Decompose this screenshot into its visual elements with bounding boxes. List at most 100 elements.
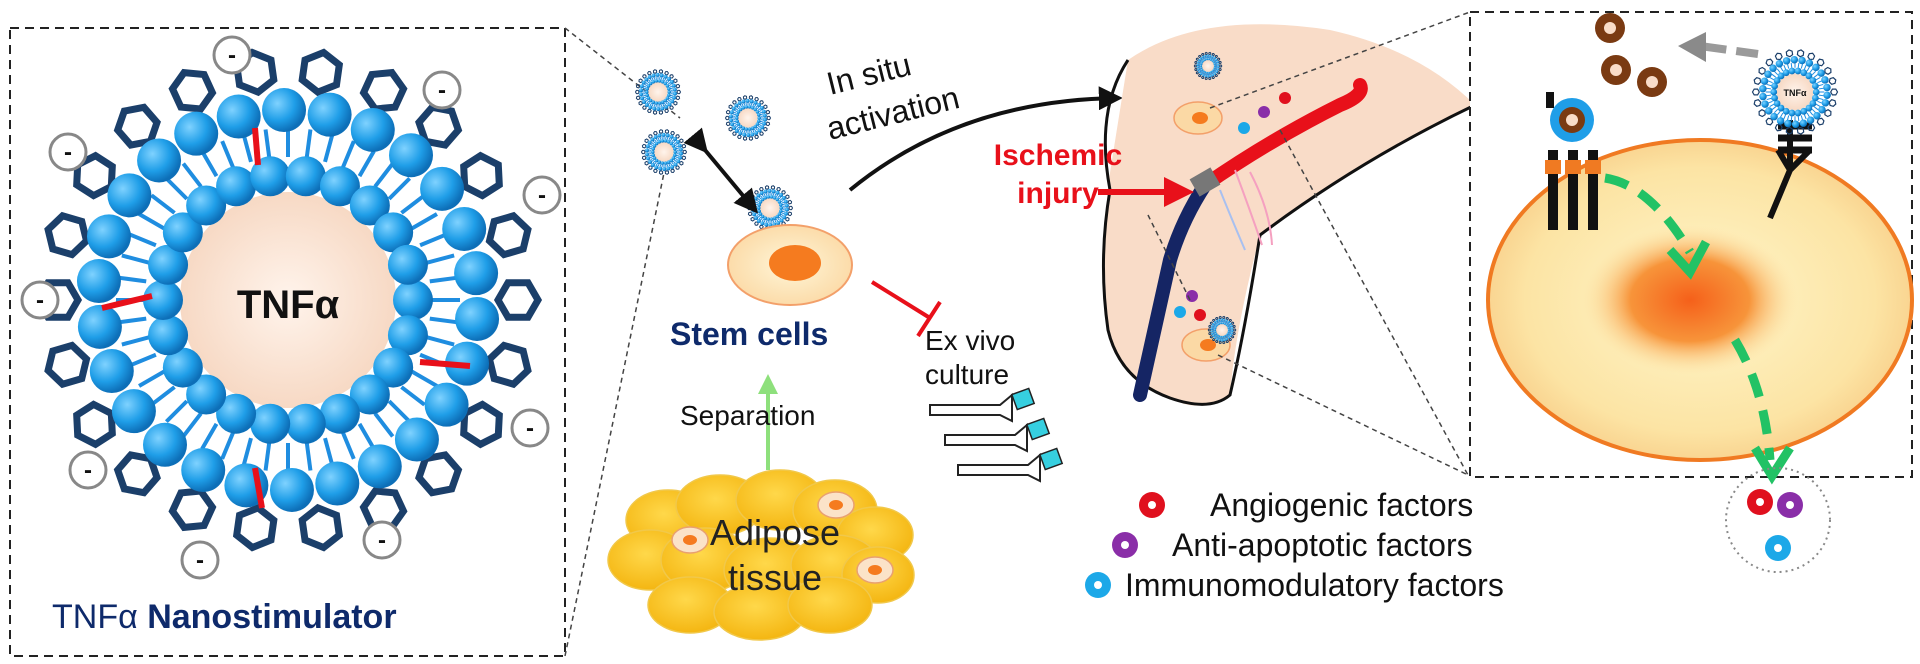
lipid-head: [641, 80, 646, 85]
lipid-head: [645, 93, 650, 97]
lipid-head: [664, 104, 669, 109]
polymer-hexagon: [638, 100, 643, 106]
polymer-hexagon: [485, 341, 532, 389]
lipid-head: [1777, 72, 1785, 80]
lipid-head: [782, 215, 787, 220]
lipid-tail: [1227, 322, 1230, 325]
lipid-head: [729, 118, 734, 123]
lipid-tail: [672, 140, 676, 144]
lipid-head: [1199, 57, 1203, 60]
caption-prefix: TNFα: [52, 598, 138, 636]
lipid-tail: [1773, 70, 1779, 76]
polymer-hexagon: [754, 190, 759, 195]
lipid-tail: [667, 99, 671, 102]
lipid-tail: [643, 85, 647, 88]
lipid-head: [639, 84, 644, 89]
polymer-hexagon: [664, 170, 670, 175]
lipid-head: [1821, 76, 1829, 84]
lipid-head: [742, 132, 747, 137]
lipid-tail: [670, 162, 673, 166]
polymer-hexagon: [113, 103, 161, 149]
lipid-head: [1770, 112, 1778, 121]
polymer-hexagon: [1204, 51, 1208, 56]
polymer-hexagon: [641, 143, 647, 149]
np-core: [738, 108, 758, 128]
lipid-head: [1209, 54, 1212, 58]
lipid-tail: [387, 399, 412, 424]
lipid-tail: [778, 196, 782, 200]
lipid-tail: [655, 138, 658, 142]
lipid-tail: [1228, 324, 1231, 327]
lipid-head: [644, 103, 649, 108]
lipid-head: [1215, 70, 1218, 73]
polymer-hexagon: [742, 95, 748, 100]
lipid-head: [752, 212, 757, 217]
lipid-tail: [220, 431, 236, 460]
lipid-tail: [671, 161, 674, 165]
lipid-head: [741, 99, 746, 104]
polymer-hexagon: [742, 136, 748, 141]
lipid-head: [1817, 69, 1825, 77]
lipid-head: [645, 148, 649, 153]
charge-ring: [68, 450, 108, 490]
polymer-hexagon: [725, 109, 731, 115]
lipid-head: [757, 116, 762, 120]
lipid-head: [162, 347, 203, 388]
capillary: [1249, 171, 1273, 246]
lipid-head: [757, 128, 762, 133]
culture-flask: [929, 387, 1036, 423]
lipid-tail: [429, 275, 459, 284]
lipid-tail: [651, 159, 655, 162]
lipid-head: [759, 191, 764, 196]
lipid-tail: [664, 102, 667, 106]
lipid-tail: [782, 203, 786, 206]
lipid-tail: [1227, 323, 1230, 326]
artery: [1198, 78, 1368, 192]
lipid-head: [779, 206, 784, 210]
lipid-head: [1769, 64, 1777, 73]
lipid-head: [673, 150, 678, 154]
lipid-tail: [734, 124, 738, 127]
charge-ring: [212, 35, 252, 75]
polymer-hexagon: [669, 105, 674, 110]
lipid-head: [186, 374, 227, 415]
lipid-head: [1798, 56, 1806, 65]
lipid-head: [1791, 120, 1800, 129]
lipid-tail: [642, 87, 646, 90]
tissue-cell-top: [1173, 101, 1223, 135]
lipid-head: [1782, 69, 1790, 77]
lipid-head: [747, 105, 752, 109]
lipid-tail: [121, 335, 151, 347]
polymer-hexagon: [1830, 88, 1839, 96]
polymer-hexagon: [724, 115, 730, 121]
lipid-tail: [128, 232, 157, 248]
lipid-head: [779, 192, 784, 197]
lipid-head: [642, 100, 647, 104]
lipid-head: [666, 166, 671, 171]
polymer-hexagon: [647, 70, 652, 76]
polymer-hexagon: [675, 83, 681, 89]
lipid-head: [387, 315, 428, 356]
charge-symbol: -: [196, 547, 204, 574]
lipid-head: [1200, 72, 1203, 76]
polymer-hexagon: [1785, 49, 1794, 58]
lipid-head: [1226, 325, 1229, 328]
polymer-hexagon: [1751, 88, 1760, 96]
lipid-head: [1204, 74, 1207, 78]
lipid-head: [1821, 99, 1830, 107]
lipid-head: [663, 74, 668, 79]
lipid-head: [738, 124, 743, 129]
lipid-head: [393, 280, 433, 320]
polymer-hexagon: [644, 138, 649, 144]
lipid-head: [1818, 106, 1826, 114]
lipid-head: [1223, 338, 1226, 342]
flask-cap: [1025, 417, 1051, 441]
polymer-hexagon: [1208, 324, 1212, 329]
lipid-tail: [373, 162, 395, 188]
lipid-head: [420, 166, 465, 211]
released-tnf: [1595, 13, 1667, 97]
lipid-head: [767, 188, 772, 193]
lipid-head: [1219, 322, 1223, 325]
lipid-tail: [1766, 97, 1772, 101]
